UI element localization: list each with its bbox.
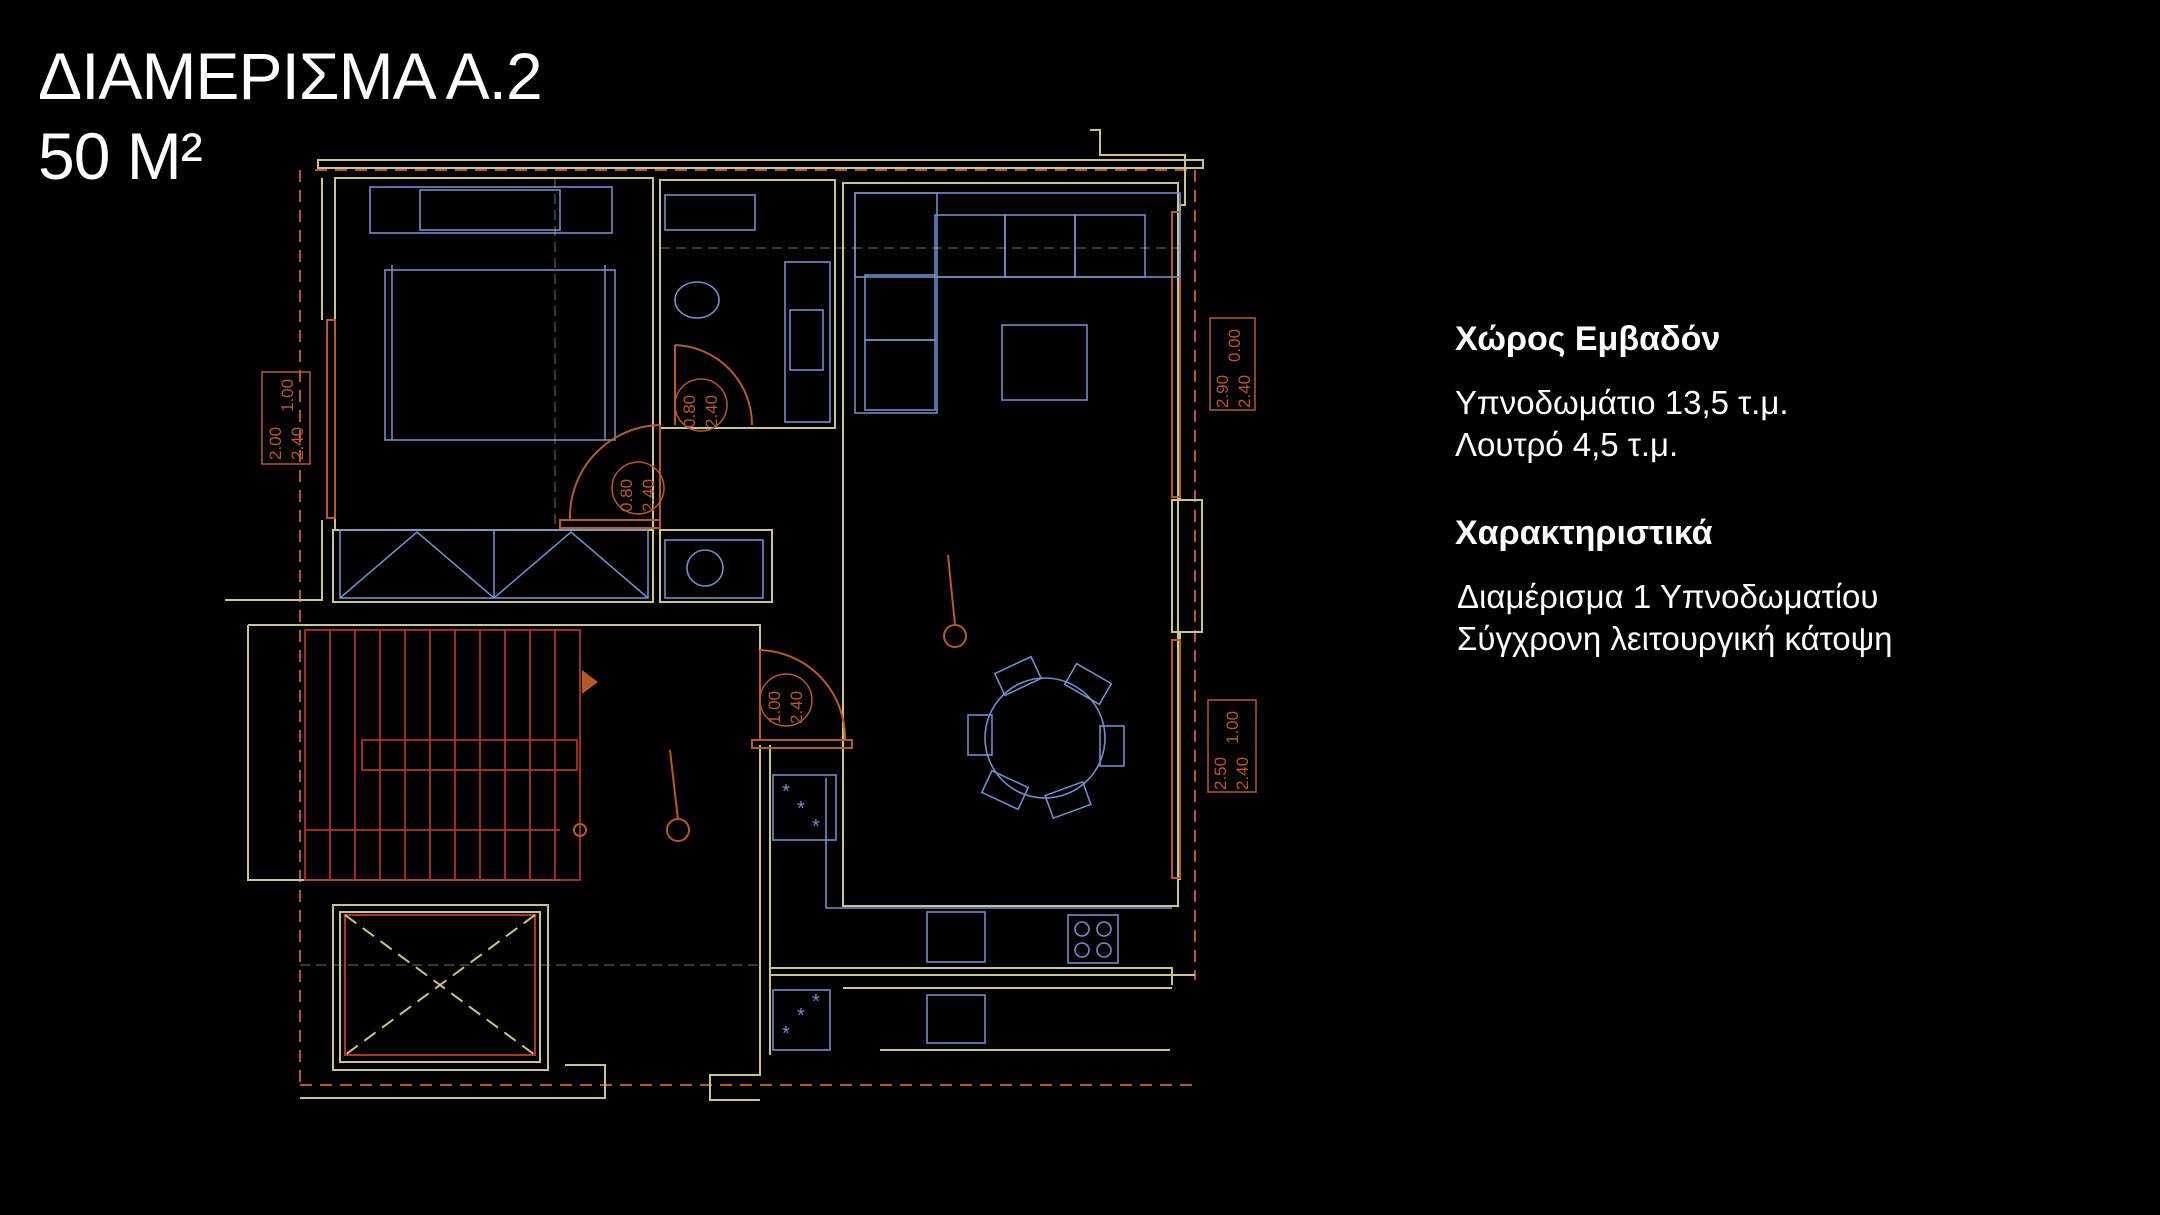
fridge-symbols: * * * * * *: [782, 781, 820, 1045]
door-tag-1-a: 0.80: [680, 395, 699, 428]
axis-lines: [300, 178, 1180, 966]
svg-text:*: *: [782, 1023, 790, 1045]
window-tag-1-c: 2.40: [288, 427, 307, 460]
features-section: Χαρακτηριστικά Διαμέρισμα 1 Υπνοδωματίου…: [1455, 512, 2055, 660]
window-tags: [261, 317, 1257, 793]
door-tag-3-a: 1.00: [765, 691, 784, 724]
area-section: Χώρος Εμβαδόν Υπνοδωμάτιο 13,5 τ.μ. Λουτ…: [1455, 318, 2055, 466]
door-tag-1: 0.80 2.40: [674, 378, 728, 432]
window-tag-1: 1.00 2.00 2.40: [266, 379, 307, 460]
features-line: Σύγχρονη λειτουργική κάτοψη: [1457, 620, 1893, 657]
window-tag-2-b: 2.90: [1213, 375, 1232, 408]
door-tag-3-b: 2.40: [787, 691, 806, 724]
svg-text:*: *: [797, 798, 805, 820]
window-tag-2-c: 2.40: [1235, 375, 1254, 408]
area-heading: Χώρος Εμβαδόν: [1455, 320, 1721, 358]
window-tag-1-b: 2.00: [266, 427, 285, 460]
window-tag-3-b: 2.50: [1211, 757, 1230, 790]
title-area: 50 Μ²: [38, 119, 203, 193]
door-tag-2-b: 2.40: [639, 479, 658, 512]
area-line: Λουτρό 4,5 τ.μ.: [1455, 426, 1679, 463]
svg-text:*: *: [797, 1005, 805, 1027]
window-tag-2-a: 0.00: [1225, 329, 1244, 362]
svg-text:*: *: [812, 816, 820, 838]
door-tag-2-a: 0.80: [617, 479, 636, 512]
light-fixtures: [573, 554, 967, 842]
window-tag-3: 1.00 2.50 2.40: [1211, 711, 1252, 790]
features-heading: Χαρακτηριστικά: [1455, 514, 1713, 552]
area-line: Υπνοδωμάτιο 13,5 τ.μ.: [1455, 384, 1789, 421]
window-tag-2: 0.00 2.90 2.40: [1213, 329, 1254, 408]
door-tag-2: 0.80 2.40: [611, 461, 665, 515]
walls: [225, 129, 1204, 1101]
window-openings: [326, 211, 1181, 879]
svg-text:*: *: [812, 991, 820, 1013]
info-panel: Χώρος Εμβαδόν Υπνοδωμάτιο 13,5 τ.μ. Λουτ…: [1455, 318, 2055, 660]
window-tag-1-a: 1.00: [278, 379, 297, 412]
features-line: Διαμέρισμα 1 Υπνοδωματίου: [1457, 578, 1879, 615]
title-apartment: ΔΙΑΜΕΡΙΣΜΑ Α.2: [38, 39, 543, 113]
page-title: ΔΙΑΜΕΡΙΣΜΑ Α.2 50 Μ²: [38, 36, 543, 196]
outer-boundary: [299, 169, 1196, 1090]
stair-arrow: [582, 670, 598, 694]
window-tag-3-a: 1.00: [1223, 711, 1242, 744]
door-tag-3: 1.00 2.40: [759, 673, 813, 727]
staircase: [304, 629, 581, 881]
elevator-shaft: [344, 914, 536, 1056]
svg-text:*: *: [782, 781, 790, 803]
door-tag-1-b: 2.40: [702, 395, 721, 428]
furniture: [339, 186, 1181, 1051]
window-tag-3-c: 2.40: [1233, 757, 1252, 790]
